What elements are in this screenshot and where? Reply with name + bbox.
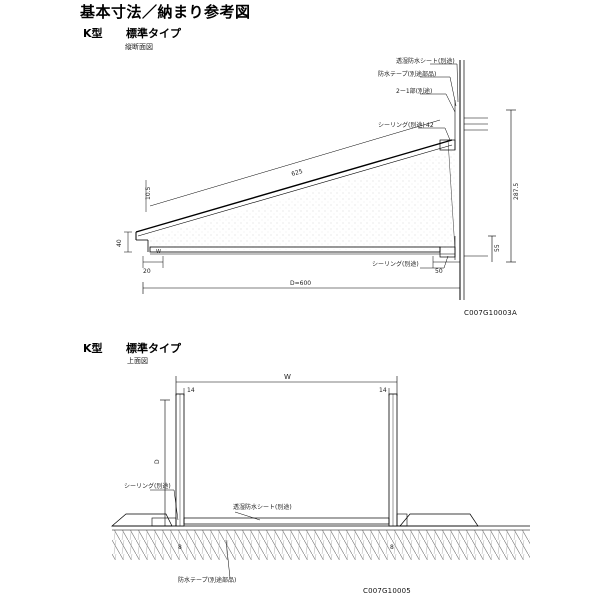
top-view-diagram: W 14 14 D 8 8 シーリング(別途) 透湿防水シート(別途) 防水テー… bbox=[111, 373, 530, 584]
slope-dimension-line bbox=[149, 119, 441, 207]
dim-slope-length: 625 bbox=[291, 168, 304, 178]
dim-front-width: 20 bbox=[143, 268, 151, 275]
dim-top-small: 42 bbox=[426, 122, 434, 129]
dim-front-height: 40 bbox=[116, 239, 123, 247]
label-waterproof-tape-top: 防水テープ(別途部品) bbox=[178, 576, 236, 584]
dim-depth-top: D bbox=[154, 459, 161, 464]
dim-slope-rise: 10.5 bbox=[145, 186, 152, 200]
dim-width: W bbox=[284, 373, 291, 381]
section1-model: K型 bbox=[83, 27, 103, 40]
dim-right: 55 bbox=[494, 244, 501, 252]
section1-drawing-code: C007G10003A bbox=[464, 309, 517, 317]
vertical-section-diagram: 透湿防水シート(別途) 防水テープ(別途部品) 2ー1部(別途) シーリング(別… bbox=[116, 57, 520, 300]
right-post bbox=[388, 393, 398, 527]
label-water-sheet: 透湿防水シート(別途) bbox=[396, 57, 455, 65]
label-deck: 2ー1部(別途) bbox=[396, 87, 432, 95]
dim-right-small: 8 bbox=[390, 544, 394, 551]
dim-mark-w: W bbox=[156, 249, 161, 255]
section2-type: 標準タイプ bbox=[126, 342, 181, 355]
label-sealing: シーリング(別途) bbox=[124, 482, 171, 490]
left-post bbox=[175, 393, 185, 527]
dim-back-width: 50 bbox=[435, 268, 443, 275]
section2-drawing-code: C007G10005 bbox=[363, 587, 411, 595]
left-dimension-lines bbox=[160, 399, 170, 526]
label-water-sheet-top: 透湿防水シート(別途) bbox=[233, 503, 292, 511]
foundation bbox=[111, 513, 530, 560]
right-dimension-lines bbox=[488, 109, 516, 263]
bottom-frame bbox=[151, 513, 408, 527]
dim-height: 287.5 bbox=[513, 183, 520, 200]
top-view-leader-lines bbox=[150, 489, 261, 579]
dim-left-post: 14 bbox=[187, 387, 195, 394]
leader-lines bbox=[418, 63, 459, 269]
section1-type: 標準タイプ bbox=[126, 27, 181, 40]
label-sealing-bottom: シーリング(別途) bbox=[372, 260, 419, 268]
dim-left-small: 8 bbox=[178, 544, 182, 551]
canopy-body bbox=[135, 139, 456, 258]
dim-right-post: 14 bbox=[379, 387, 387, 394]
section2-subheading: 上面図 bbox=[127, 357, 148, 365]
label-sealing-top: シーリング(別途) bbox=[378, 121, 425, 129]
page-title: 基本寸法／納まり参考図 bbox=[80, 3, 251, 21]
wall bbox=[454, 60, 465, 300]
dim-depth: D=600 bbox=[290, 280, 311, 287]
section2-model: K型 bbox=[83, 342, 103, 355]
top-dimension-lines bbox=[175, 376, 398, 396]
label-waterproof-tape: 防水テープ(別途部品) bbox=[378, 70, 436, 78]
wall-anchors bbox=[464, 117, 488, 257]
bottom-dimension-lines bbox=[124, 180, 460, 294]
section1-subheading: 縦断面図 bbox=[125, 43, 153, 51]
